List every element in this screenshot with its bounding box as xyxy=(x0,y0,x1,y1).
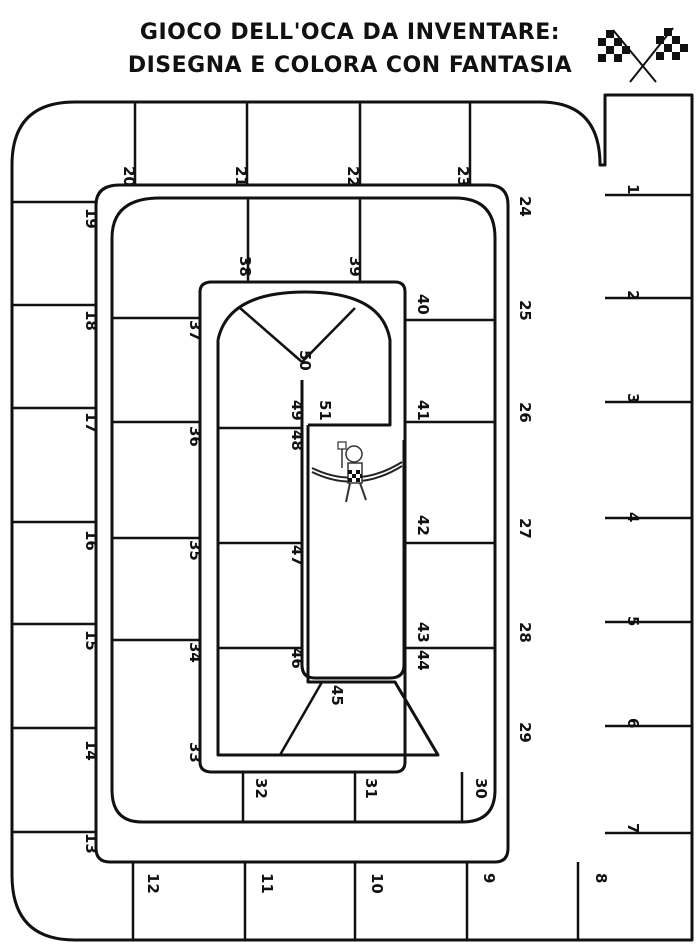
square-number-41: 41 xyxy=(414,400,432,421)
square-number-29: 29 xyxy=(516,722,534,743)
square-number-38: 38 xyxy=(236,256,254,277)
square-number-18: 18 xyxy=(82,310,100,331)
square-number-40: 40 xyxy=(414,294,432,315)
square-number-16: 16 xyxy=(82,530,100,551)
square-number-14: 14 xyxy=(82,740,100,761)
square-number-19: 19 xyxy=(82,208,100,229)
square-number-36: 36 xyxy=(186,426,204,447)
square-number-31: 31 xyxy=(362,778,380,799)
middle-track-inner xyxy=(198,280,407,774)
square-number-50: 50 xyxy=(296,350,314,371)
square-number-48: 48 xyxy=(288,430,306,451)
square-number-26: 26 xyxy=(516,402,534,423)
square-number-12: 12 xyxy=(144,873,162,894)
square-number-6: 6 xyxy=(624,718,642,728)
title-line-1: GIOCO DELL'OCA DA INVENTARE: xyxy=(139,20,561,45)
square-number-30: 30 xyxy=(472,778,490,799)
square-number-22: 22 xyxy=(344,166,362,187)
square-number-3: 3 xyxy=(624,393,642,403)
square-number-45: 45 xyxy=(328,685,346,706)
square-number-39: 39 xyxy=(346,256,364,277)
square-number-9: 9 xyxy=(480,873,498,883)
square-number-43: 43 xyxy=(414,622,432,643)
square-number-25: 25 xyxy=(516,300,534,321)
square-number-46: 46 xyxy=(288,648,306,669)
square-number-23: 23 xyxy=(454,166,472,187)
square-number-7: 7 xyxy=(624,823,642,833)
square-number-27: 27 xyxy=(516,518,534,539)
square-number-21: 21 xyxy=(232,166,250,187)
square-number-34: 34 xyxy=(186,642,204,663)
checkered-flags-icon xyxy=(598,27,688,83)
square-number-33: 33 xyxy=(186,742,204,763)
title-line-2: DISEGNA E COLORA CON FANTASIA xyxy=(127,53,573,78)
square-number-2: 2 xyxy=(624,290,642,300)
astronaut-with-finish-line-icon xyxy=(311,441,403,503)
square-number-49: 49 xyxy=(288,400,306,421)
outer-track-border xyxy=(10,93,694,942)
square-number-44: 44 xyxy=(414,650,432,671)
square-number-35: 35 xyxy=(186,540,204,561)
inner-track-core xyxy=(300,380,406,680)
square-number-17: 17 xyxy=(82,412,100,433)
square-number-37: 37 xyxy=(186,320,204,341)
square-number-47: 47 xyxy=(288,545,306,566)
square-number-5: 5 xyxy=(624,616,642,626)
square-number-1: 1 xyxy=(624,184,642,194)
square-number-28: 28 xyxy=(516,622,534,643)
square-number-51: 51 xyxy=(316,400,334,421)
square-number-32: 32 xyxy=(252,778,270,799)
square-number-10: 10 xyxy=(368,873,386,894)
square-number-20: 20 xyxy=(120,166,138,187)
square-number-42: 42 xyxy=(414,515,432,536)
square-number-13: 13 xyxy=(82,833,100,854)
square-number-4: 4 xyxy=(624,512,642,522)
outer-track-inner-edge xyxy=(94,183,510,864)
square-number-8: 8 xyxy=(592,873,610,883)
square-number-11: 11 xyxy=(258,873,276,894)
square-number-15: 15 xyxy=(82,630,100,651)
square-number-24: 24 xyxy=(516,196,534,217)
